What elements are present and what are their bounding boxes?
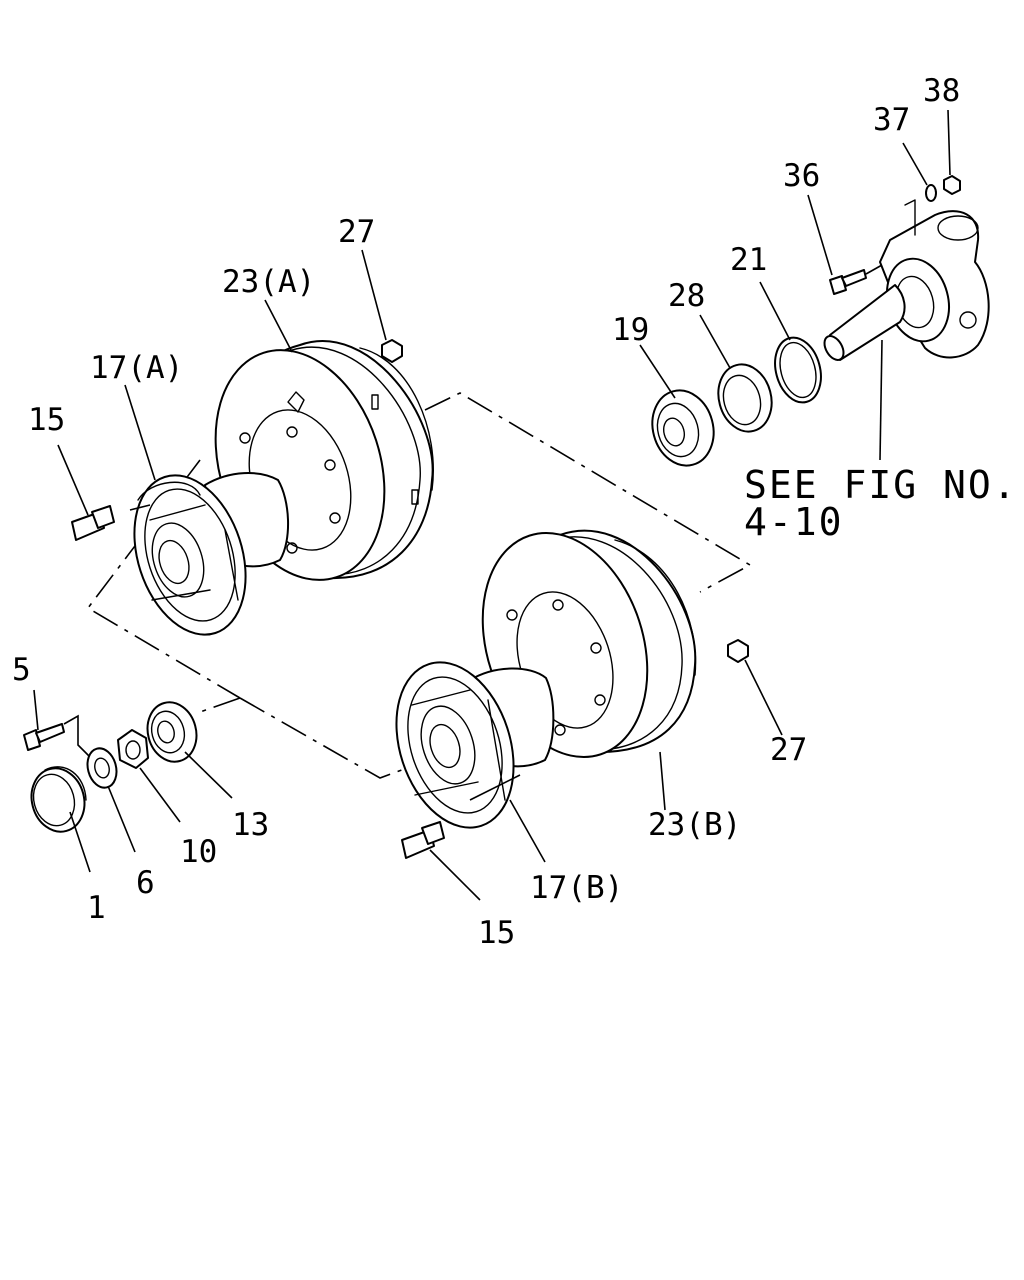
label-part-1: 1 xyxy=(87,890,106,926)
label-part-23b: 23(B) xyxy=(648,807,741,843)
wheel-stud-part-15b xyxy=(401,821,445,859)
label-part-6: 6 xyxy=(136,865,155,901)
label-part-19: 19 xyxy=(612,312,649,348)
oil-seal-part-28 xyxy=(717,363,773,433)
nut-part-27b xyxy=(727,639,749,663)
bolt-part-36 xyxy=(829,264,883,295)
label-part-21: 21 xyxy=(730,242,767,278)
label-part-17a: 17(A) xyxy=(90,350,183,386)
note-line-2: 4-10 xyxy=(744,500,844,544)
nut-part-10 xyxy=(117,729,149,769)
label-part-28: 28 xyxy=(668,278,705,314)
hub-cap-part-1 xyxy=(30,766,87,833)
label-part-27a: 27 xyxy=(338,214,375,250)
nut-part-27a xyxy=(381,339,403,363)
part-labels: 1 5 6 10 13 15 15 17(A) 17(B) 19 21 23(A… xyxy=(12,73,960,951)
wheel-hub-17a xyxy=(129,472,289,636)
reference-note: SEE FIG NO. 4-10 xyxy=(744,463,1018,544)
e-ring-part-37 xyxy=(925,184,937,202)
label-part-15a: 15 xyxy=(28,402,65,438)
label-part-38: 38 xyxy=(923,73,960,109)
label-part-13: 13 xyxy=(232,807,269,843)
retaining-ring-part-21 xyxy=(774,336,822,404)
label-part-37: 37 xyxy=(873,102,910,138)
bolt-part-5 xyxy=(23,714,94,761)
wheel-stud-part-15a xyxy=(71,505,115,541)
label-part-17b: 17(B) xyxy=(530,870,623,906)
steering-knuckle xyxy=(823,199,990,361)
label-part-36: 36 xyxy=(783,158,820,194)
wheel-hub-17b xyxy=(395,661,555,829)
note-line-1: SEE FIG NO. xyxy=(744,463,1018,507)
label-part-10: 10 xyxy=(180,834,217,870)
label-part-15b: 15 xyxy=(478,915,515,951)
label-part-5: 5 xyxy=(12,652,31,688)
nut-part-38 xyxy=(943,175,961,195)
label-part-23a: 23(A) xyxy=(222,264,315,300)
bearing-part-19 xyxy=(651,389,715,467)
bearing-part-13 xyxy=(146,701,198,763)
leader-lines xyxy=(33,109,951,901)
label-part-27b: 27 xyxy=(770,732,807,768)
lock-washer-part-6 xyxy=(86,747,118,789)
